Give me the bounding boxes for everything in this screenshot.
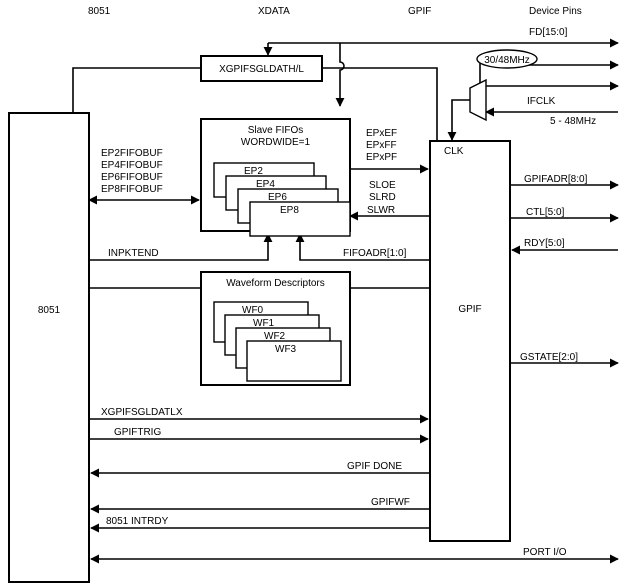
port-io-label: PORT I/O [523, 547, 567, 558]
clk-label: CLK [444, 146, 464, 157]
fifo-endpoint-label-ep2: EP2 [244, 166, 263, 177]
ifclk-pin-label: IFCLK [527, 96, 556, 107]
slave-fifos-wordwide: WORDWIDE=1 [241, 137, 311, 148]
cpu-8051-label: 8051 [38, 305, 61, 316]
gpif-block [429, 140, 511, 542]
flag-label-ef: EPxEF [366, 128, 397, 139]
cpu-8051-block [8, 112, 90, 583]
waveform-label-wf2: WF2 [264, 331, 286, 342]
strobe-label-sloe: SLOE [369, 180, 396, 191]
waveform-label-wf3: WF3 [275, 344, 297, 355]
waveform-label-wf1: WF1 [253, 318, 275, 329]
waveform-label-wf0: WF0 [242, 305, 264, 316]
inpktend-wire [89, 233, 273, 261]
column-8051: 8051 [88, 6, 111, 17]
inpktend-label: INPKTEND [108, 248, 159, 259]
fd-to-fifo-wire [335, 43, 345, 107]
clock-mux [469, 78, 487, 122]
rdy-pin-label: RDY[5:0] [524, 238, 565, 249]
oscillator [476, 49, 538, 69]
flag-label-ff: EPxFF [366, 140, 397, 151]
cpu-to-xgpifdath-wire [72, 67, 201, 112]
fifobuf-label-ep8: EP8FIFOBUF [101, 184, 163, 195]
gpif-block-label: GPIF [458, 304, 481, 315]
xgpifdath-to-gpif-wire [322, 67, 438, 142]
fifo-endpoint-label-ep4: EP4 [256, 179, 275, 190]
slave-fifos-title: Slave FIFOs [248, 125, 304, 136]
fifobuf-label-ep4: EP4FIFOBUF [101, 160, 163, 171]
intrdy-label: 8051 INTRDY [106, 516, 169, 527]
flag-label-pf: EPxPF [366, 152, 397, 163]
fifo-endpoint-label-ep8: EP8 [280, 205, 299, 216]
xgpifsgldath-label: XGPIFSGLDATH/L [219, 64, 304, 75]
fifoadr-wire [295, 233, 430, 261]
ext-clock-label: 5 - 48MHz [550, 116, 596, 127]
gstate-pin-label: GSTATE[2:0] [520, 352, 578, 363]
column-gpif: GPIF [408, 6, 431, 17]
gpifadr-pin-label: GPIFADR[8:0] [524, 174, 588, 185]
ctl-pin-label: CTL[5:0] [526, 207, 565, 218]
oscillator-label: 30/48MHz [484, 55, 530, 66]
gpif-done-label: GPIF DONE [347, 461, 402, 472]
strobe-label-slrd: SLRD [369, 192, 396, 203]
column-xdata: XDATA [258, 6, 290, 17]
fifo-endpoint-box-ep8 [249, 201, 351, 237]
strobe-label-slwr: SLWR [367, 205, 395, 216]
gpiftrig-label: GPIFTRIG [114, 427, 161, 438]
fd-pin-label: FD[15:0] [529, 27, 568, 38]
xgpifsgldatlx-label: XGPIFSGLDATLX [101, 407, 183, 418]
waveform-descriptors-title: Waveform Descriptors [226, 278, 325, 289]
clk-to-gpif-wire [447, 99, 470, 141]
fifo-endpoint-label-ep6: EP6 [268, 192, 287, 203]
fifobuf-label-ep6: EP6FIFOBUF [101, 172, 163, 183]
waveform-box-wf3 [246, 340, 342, 382]
gpifwf-label: GPIFWF [371, 497, 410, 508]
column-device-pins: Device Pins [529, 6, 582, 17]
fifobuf-label-ep2: EP2FIFOBUF [101, 148, 163, 159]
xgpifsgldath-block [200, 55, 323, 82]
fifoadr-label: FIFOADR[1:0] [343, 248, 407, 259]
